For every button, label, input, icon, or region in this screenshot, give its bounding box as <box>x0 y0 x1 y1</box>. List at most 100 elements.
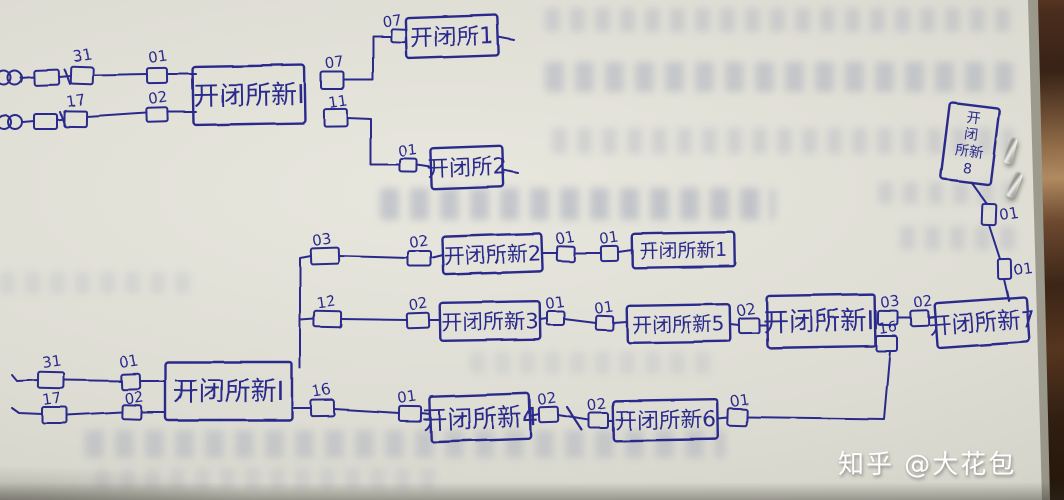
source-symbol-icon <box>0 114 12 130</box>
station-label-xin7: 开闭所新7 <box>928 307 1036 340</box>
paper-bleedthrough <box>545 8 1010 32</box>
switch-box <box>398 157 419 174</box>
source-symbol-icon <box>7 114 23 130</box>
wire <box>20 76 35 79</box>
station-label-xin8: 开 <box>965 109 981 127</box>
source-symbol-icon <box>0 70 12 86</box>
station-xin2: 开闭所新2 <box>441 232 544 276</box>
switch-label: 01 <box>544 292 565 312</box>
switch-label: 02 <box>536 388 557 408</box>
switch-label: 02 <box>147 87 168 107</box>
wire <box>343 35 392 81</box>
switch-label: 02 <box>408 231 429 251</box>
wire <box>988 224 1001 260</box>
station-label-xin4: 开闭所新4 <box>422 402 539 435</box>
wire <box>66 411 123 416</box>
paper-bleedthrough <box>0 272 200 294</box>
wire <box>92 73 148 76</box>
station-box-xin6 <box>611 397 720 443</box>
paper-bleedthrough <box>878 182 1013 204</box>
switch-box <box>119 372 142 391</box>
switch-label: 02 <box>586 394 607 414</box>
switch-label: 01 <box>998 203 1019 223</box>
station-xin3: 开闭所新3 <box>438 299 542 343</box>
switch-box <box>588 412 609 429</box>
paper-bleedthrough <box>545 62 1013 92</box>
switch-label: 07 <box>381 10 402 30</box>
station-xin4: 开闭所新4 <box>422 392 539 443</box>
station-xin6: 开闭所新6 <box>611 397 720 443</box>
switch-label: 02 <box>407 293 428 313</box>
station-box-xin3 <box>438 299 542 343</box>
switch-box <box>909 309 931 328</box>
switch-label: 01 <box>396 386 417 406</box>
station-box-kbs1 <box>404 13 500 60</box>
wire <box>299 318 315 321</box>
paper-bleedthrough <box>95 468 445 490</box>
switch-box <box>599 244 620 263</box>
open-point-mark <box>565 405 584 432</box>
switch-box <box>996 257 1013 281</box>
wire <box>86 112 148 118</box>
station-label-xin1-top: 开闭所新Ⅰ <box>193 80 305 112</box>
wire <box>11 407 43 415</box>
station-xin1-mid: 开闭所新1 <box>630 230 737 270</box>
switch-box <box>397 404 423 423</box>
switch-box <box>876 309 900 327</box>
wire <box>617 249 633 253</box>
switch-label: 01 <box>554 227 575 247</box>
station-label-xin1-btm: 开闭所新Ⅰ <box>173 377 285 407</box>
wire <box>338 255 409 259</box>
station-label-xin8: 所新 <box>954 142 984 161</box>
switch-label: 03 <box>879 291 900 311</box>
station-label-kbs1: 开闭所1 <box>410 23 494 52</box>
switch-label: 12 <box>315 291 336 311</box>
switch-label: 02 <box>735 299 756 319</box>
station-box-xin2 <box>441 232 544 276</box>
switch-box <box>546 310 565 326</box>
station-label-xinII: 开闭所新Ⅱ <box>762 306 879 338</box>
switch-box <box>726 407 749 428</box>
switch-label: 11 <box>327 91 348 111</box>
switch-box <box>145 66 169 85</box>
switch-label: 02 <box>912 291 933 311</box>
switch-box <box>309 246 341 266</box>
wire <box>529 413 540 417</box>
switch-box <box>320 71 345 90</box>
station-box-xin4 <box>428 392 532 443</box>
station-xinII: 开闭所新Ⅱ <box>762 292 880 350</box>
wire <box>340 318 408 321</box>
switch-label: 01 <box>147 46 168 66</box>
switch-label: 02 <box>123 387 144 407</box>
zhihu-watermark: 知乎 @大花包 <box>838 450 1017 480</box>
switch-box <box>41 406 68 424</box>
station-label-xin8: 闭 <box>963 126 979 144</box>
station-label-xin2: 开闭所新2 <box>443 241 541 268</box>
station-xin7: 开闭所新7 <box>928 295 1036 350</box>
station-box-xin1-btm <box>163 360 294 422</box>
station-xin5: 开闭所新5 <box>625 302 732 345</box>
station-xin1-top: 开闭所新Ⅰ <box>191 63 307 127</box>
wire <box>502 169 519 174</box>
paper-bleedthrough <box>85 430 725 458</box>
wire <box>416 164 432 168</box>
switch-label: 01 <box>598 227 619 247</box>
switch-label: 03 <box>311 229 332 249</box>
station-label-xin6: 开闭所新6 <box>614 408 716 435</box>
switch-box <box>737 316 761 335</box>
wire <box>11 374 39 382</box>
wire <box>22 120 35 123</box>
source-symbol-icon <box>7 70 23 86</box>
switch-box <box>875 335 898 352</box>
station-box-xin1-mid <box>630 230 737 270</box>
wire <box>333 408 400 414</box>
switch-label: 01 <box>1012 258 1033 278</box>
switch-box <box>32 68 61 87</box>
switch-label: 01 <box>729 390 750 410</box>
station-box-xinII <box>765 292 877 350</box>
switch-label: 16 <box>877 317 898 337</box>
wire <box>497 36 515 41</box>
paper-bleedthrough <box>380 188 775 220</box>
switch-box <box>980 202 998 227</box>
